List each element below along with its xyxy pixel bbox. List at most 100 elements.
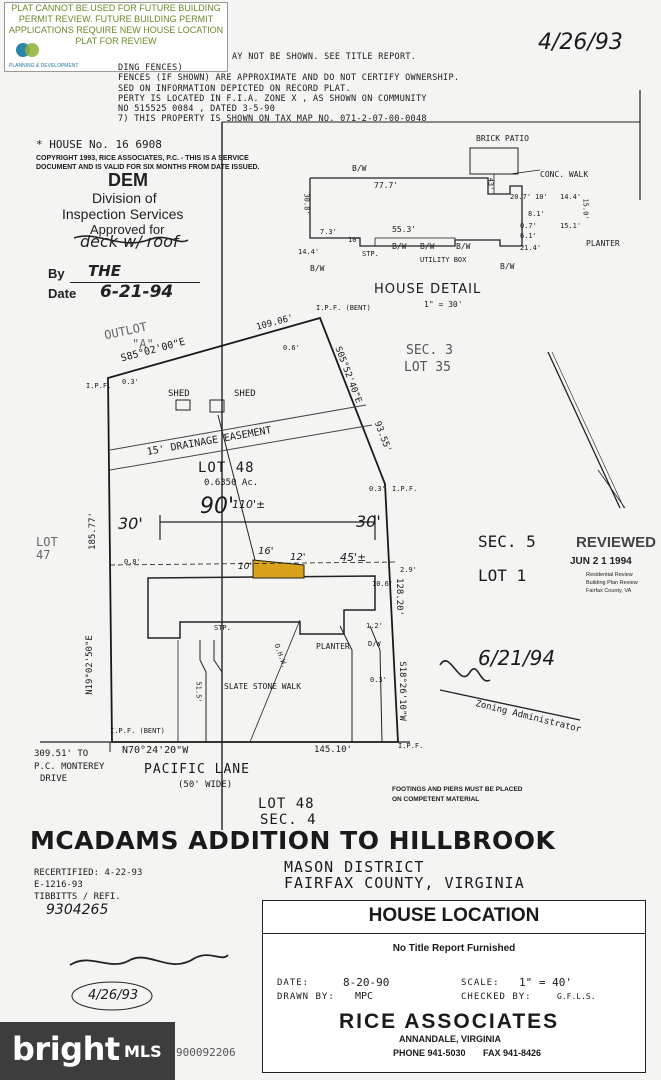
hand-dim: 45'± [340,551,367,564]
firm-city: ANNANDALE, VIRGINIA [399,1034,502,1044]
checked-label: CHECKED BY: [461,992,532,1002]
plat-notice: PLAT CANNOT BE USED FOR FUTURE BUILDING … [4,2,228,72]
note-line: AY NOT BE SHOWN. SEE TITLE REPORT. [232,52,417,62]
note-line: NO 515525 0084 , DATED 3-5-90 [118,104,276,114]
west-bearing: N19°02'50"E [84,635,95,695]
detail-dim: 14.4' [298,248,320,256]
detail-dim: 7.3' [320,228,337,236]
reviewed-stamp: REVIEWED JUN 2 1 1994 Residential Review… [570,530,660,610]
detail-stp-label: STP. [362,250,379,258]
detail-dim: 10' [348,236,361,244]
recert-line: E-1216-93 [34,880,83,890]
dim-label: 51.5' [194,681,203,703]
stp-label: STP. [214,624,231,632]
lot-sec-line: LOT 48 [258,796,315,812]
reviewed-date: JUN 2 1 1994 [570,556,632,567]
dem-by-value: THE [88,262,122,280]
ipf-bent-ne: I.P.F. (BENT) [316,304,371,312]
subdivision-title: MCADAMS ADDITION TO HILLBROOK [30,826,556,855]
reviewed-title: REVIEWED [576,534,657,551]
utility-box-text: UTILITY BOX [420,256,467,264]
handwritten-date-top: 4/26/93 [538,30,623,55]
notice-line: APPLICATIONS REQUIRE NEW HOUSE LOCATION [8,25,224,35]
dim-label: 10.6' [372,580,394,588]
dem-date-value: 6-21-94 [100,282,174,302]
west-distance: 185.77' [87,512,98,550]
dem-handwritten: deck w/ roof [80,232,179,251]
note-line: DING FENCES) [118,63,184,73]
sec5-label: SEC. 5 [478,532,536,551]
brick-patio-text: BRICK PATIO [476,134,529,143]
detail-planter-label: PLANTER [586,239,620,248]
ipf-se: I.P.F. [398,742,424,750]
planning-logo-icon [16,43,39,57]
hand-dim: 30' [118,514,143,533]
offset-se: 0.3' [370,676,387,684]
detail-dim: 55.3' [392,225,417,234]
title-block: HOUSE LOCATION No Title Report Furnished [262,900,646,974]
offset-nw: 0.3' [122,378,139,386]
lot35-label: LOT 35 [404,360,451,375]
district: MASON DISTRICT [284,858,425,876]
dem-date-label: Date [48,286,77,301]
detail-dim: 15.1' [560,222,582,230]
detail-bw-label: B/W [352,164,367,173]
dim-label: 1.2' [366,622,383,630]
sec3-label: SEC. 3 [406,343,453,358]
detail-dim: 20.7' [510,193,532,201]
firm-phone: PHONE 941-5030 [393,1048,466,1058]
street-width: (50' WIDE) [178,780,233,790]
offset-w: 0.8' [124,558,141,566]
lot1-label: LOT 1 [478,566,527,585]
parcel-boundary [107,316,399,743]
recert-line: RECERTIFIED: 4-22-93 [34,868,143,878]
scale-value: 1" = 40' [519,976,572,989]
bright-mls: MLS [124,1042,162,1061]
hand-dim: 90' [200,494,235,519]
note-line: 7) THIS PROPERTY IS SHOWN ON TAX MAP NO.… [118,114,427,124]
detail-dim: 21.4' [520,244,542,252]
signature-date: 4/26/93 [88,988,139,1003]
note-line: PERTY IS LOCATED IN F.I.A. ZONE X , AS S… [118,94,427,104]
notice-line: PLAT CANNOT BE USED FOR FUTURE BUILDING [11,3,221,13]
lot47-label: LOT 47 [36,535,58,562]
detail-bw-label: B/W [500,262,515,271]
detail-dim: 6.1' [520,232,537,240]
hand-dim: 16' [258,546,274,557]
notice-line: PLAT FOR REVIEW [75,36,157,46]
walk-text: SLATE STONE WALK [224,682,302,691]
dem-line: Approved for [90,222,165,237]
house-detail-outline [309,177,523,247]
dem-stamp: DEM Division of Inspection Services Appr… [40,170,210,305]
shed-label: SHED [234,389,256,399]
detail-dim: 15.0' [581,198,590,220]
drawn-value: MPC [355,991,374,1002]
pc-name: P.C. MONTEREY [34,762,105,772]
dem-line: Inspection Services [62,206,184,222]
offset-e: 0.3' [369,485,386,493]
detail-dim: 10' [535,193,548,201]
east-bearing: S18°26'10"W [396,661,407,721]
checked-value: G.F.L.S. [557,992,596,1001]
footings-note: ON COMPETENT MATERIAL [392,796,480,803]
dem-title: DEM [108,170,148,190]
hand-dim: 10' [238,562,252,572]
detail-bw-label: B/W [420,242,435,251]
brick-patio-label: BRICK PATIO [476,134,529,143]
info-block: DATE: 8-20-90 SCALE: 1" = 40' DRAWN BY: … [262,972,646,1073]
detail-bw-label: B/W [310,264,325,273]
street-name: PACIFIC LANE [144,762,250,777]
detail-dim: 30.8' [302,193,311,215]
dim-label: 2.9' [400,566,417,574]
outlot-a-label: "A" [132,337,154,351]
dem-by-label: By [48,266,65,281]
house-number: * HOUSE No. 16 6908 [36,138,162,151]
hand-dim: 30' [356,512,381,531]
reviewed-line: Fairfax County, VA [586,588,632,594]
recert-line: 9304265 [46,902,109,918]
title-block-title: HOUSE LOCATION [368,905,540,926]
logo-caption: PLANNING & DEVELOPMENT [9,63,79,69]
reviewed-line: Building Plan Review [586,580,638,586]
conc-walk-label: CONC. WALK [540,170,589,179]
